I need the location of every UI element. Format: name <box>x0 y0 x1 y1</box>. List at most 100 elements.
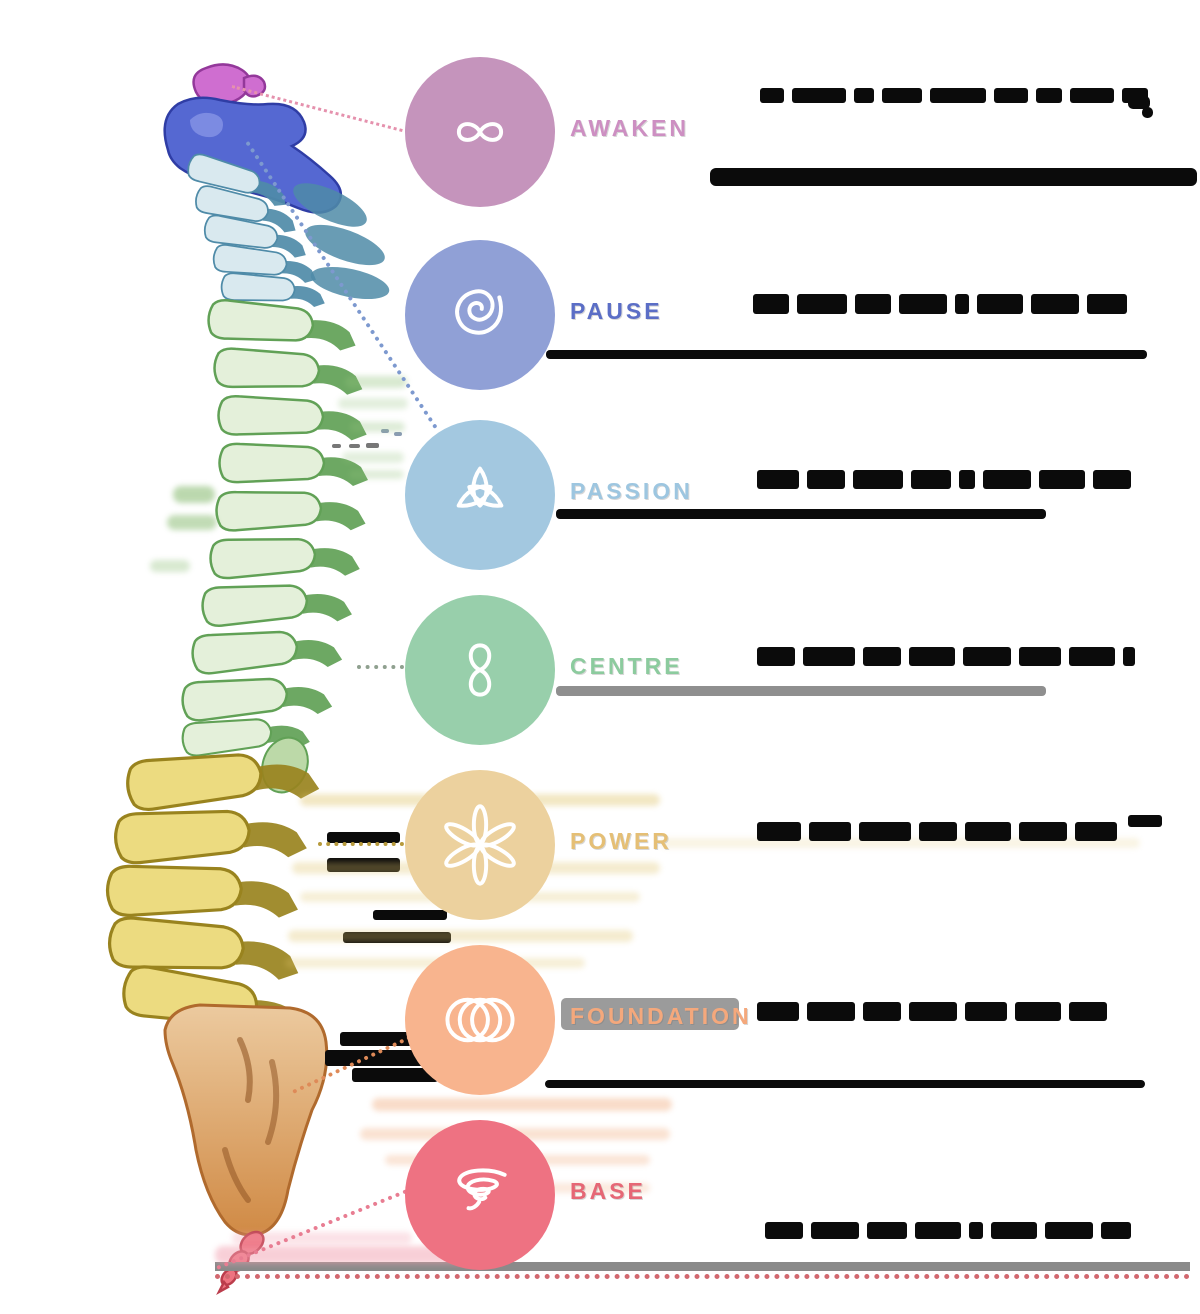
sacrum-bone <box>163 1003 329 1237</box>
redacted-word <box>1093 470 1131 489</box>
dotted-connector-line <box>215 1273 1190 1279</box>
awaken-circle-badge <box>405 57 555 207</box>
redacted-text-mark <box>327 832 400 843</box>
redacted-word <box>915 1222 961 1239</box>
redacted-text-mark <box>545 1080 1145 1088</box>
redacted-word <box>757 1002 799 1021</box>
redacted-text-mark <box>327 858 400 872</box>
pause-label: PAUSE <box>570 298 663 324</box>
redacted-word <box>859 822 911 841</box>
redacted-text-mark <box>561 998 739 1030</box>
row-power: POWER <box>0 770 1200 920</box>
redacted-word <box>1039 470 1085 489</box>
redacted-text-mark <box>215 1262 1190 1271</box>
figure-eight-icon <box>468 643 492 697</box>
base-label: BASE <box>570 1178 646 1204</box>
redacted-word <box>965 1002 1007 1021</box>
cervical-vertebrae <box>184 151 390 308</box>
redacted-text-mark <box>710 168 1197 186</box>
redacted-word <box>863 1002 901 1021</box>
redacted-text-mark <box>332 444 341 448</box>
foundation-circle-badge <box>405 945 555 1095</box>
glow-streak <box>349 470 404 479</box>
redacted-word <box>1069 647 1115 666</box>
redacted-word <box>1101 1222 1131 1239</box>
redacted-text-mark <box>381 429 389 433</box>
foundation-label: FOUNDATION <box>570 1003 752 1029</box>
redacted-word <box>1019 822 1067 841</box>
passion-label: PASSION <box>570 478 693 504</box>
triquetra-icon-badge <box>405 420 555 570</box>
redacted-word <box>991 1222 1037 1239</box>
redacted-word <box>1036 88 1062 103</box>
lotus-flower-icon <box>444 804 516 886</box>
redacted-word <box>765 1222 803 1239</box>
redacted-word <box>807 1002 855 1021</box>
base-circle-badge <box>405 1120 555 1270</box>
redacted-text-mark <box>343 932 451 943</box>
glow-streak <box>173 486 215 503</box>
redacted-word <box>955 294 969 314</box>
glow-streak <box>338 398 408 409</box>
row-foundation: FOUNDATION <box>0 945 1200 1095</box>
redacted-word <box>855 294 891 314</box>
centre-label: CENTRE <box>570 653 683 679</box>
redacted-word <box>753 294 789 314</box>
redacted-word <box>1069 1002 1107 1021</box>
glow-streak <box>342 452 404 463</box>
redacted-word <box>807 470 845 489</box>
dotted-connector-line <box>357 665 404 669</box>
pause-circle-badge <box>405 240 555 390</box>
redacted-word <box>911 470 951 489</box>
vortex-icon <box>457 1168 507 1211</box>
redacted-word <box>899 294 947 314</box>
redacted-word <box>803 647 855 666</box>
redacted-word <box>919 822 957 841</box>
glow-streak <box>660 838 1140 848</box>
redacted-word <box>909 647 955 666</box>
redacted-word <box>963 647 1011 666</box>
centre-circle-badge <box>405 595 555 745</box>
redacted-word <box>760 88 784 103</box>
redacted-word <box>797 294 847 314</box>
row-pause: PAUSE <box>0 240 1200 390</box>
overlapping-rings-icon <box>445 997 515 1043</box>
redacted-text-mark <box>394 432 402 436</box>
redacted-word <box>854 88 874 103</box>
glow-streak <box>150 560 190 572</box>
redacted-word <box>1075 822 1117 841</box>
spiral-icon <box>455 289 503 335</box>
glow-streak <box>167 515 217 530</box>
power-label: POWER <box>570 828 672 854</box>
redacted-word <box>809 822 851 841</box>
redacted-word <box>909 1002 957 1021</box>
triquetra-icon <box>456 466 504 508</box>
redacted-word <box>792 88 846 103</box>
glow-streak <box>288 930 633 942</box>
infinity-icon <box>456 122 504 142</box>
atlas-vertebra <box>192 63 267 106</box>
redacted-text-mark <box>366 443 379 448</box>
awaken-label: AWAKEN <box>570 115 689 141</box>
redacted-text-mark <box>556 509 1046 519</box>
redacted-word <box>867 1222 907 1239</box>
redacted-word <box>1031 294 1079 314</box>
redacted-text-mark <box>546 350 1147 359</box>
redacted-word <box>1123 647 1135 666</box>
redacted-text-mark <box>352 1068 438 1082</box>
redacted-word <box>882 88 922 103</box>
row-base: BASE <box>0 1120 1200 1270</box>
dotted-connector-line <box>318 842 404 846</box>
redacted-word <box>811 1222 859 1239</box>
redacted-word <box>1087 294 1127 314</box>
axis-vertebra <box>163 96 343 214</box>
redacted-word <box>863 647 901 666</box>
redacted-word <box>1045 1222 1093 1239</box>
redacted-word <box>930 88 986 103</box>
redacted-word <box>994 88 1028 103</box>
glow-streak <box>232 1232 412 1244</box>
redacted-word <box>1019 647 1061 666</box>
redacted-text-mark <box>1142 107 1153 118</box>
glow-streak <box>372 1098 672 1111</box>
redacted-text-mark <box>325 1050 437 1066</box>
